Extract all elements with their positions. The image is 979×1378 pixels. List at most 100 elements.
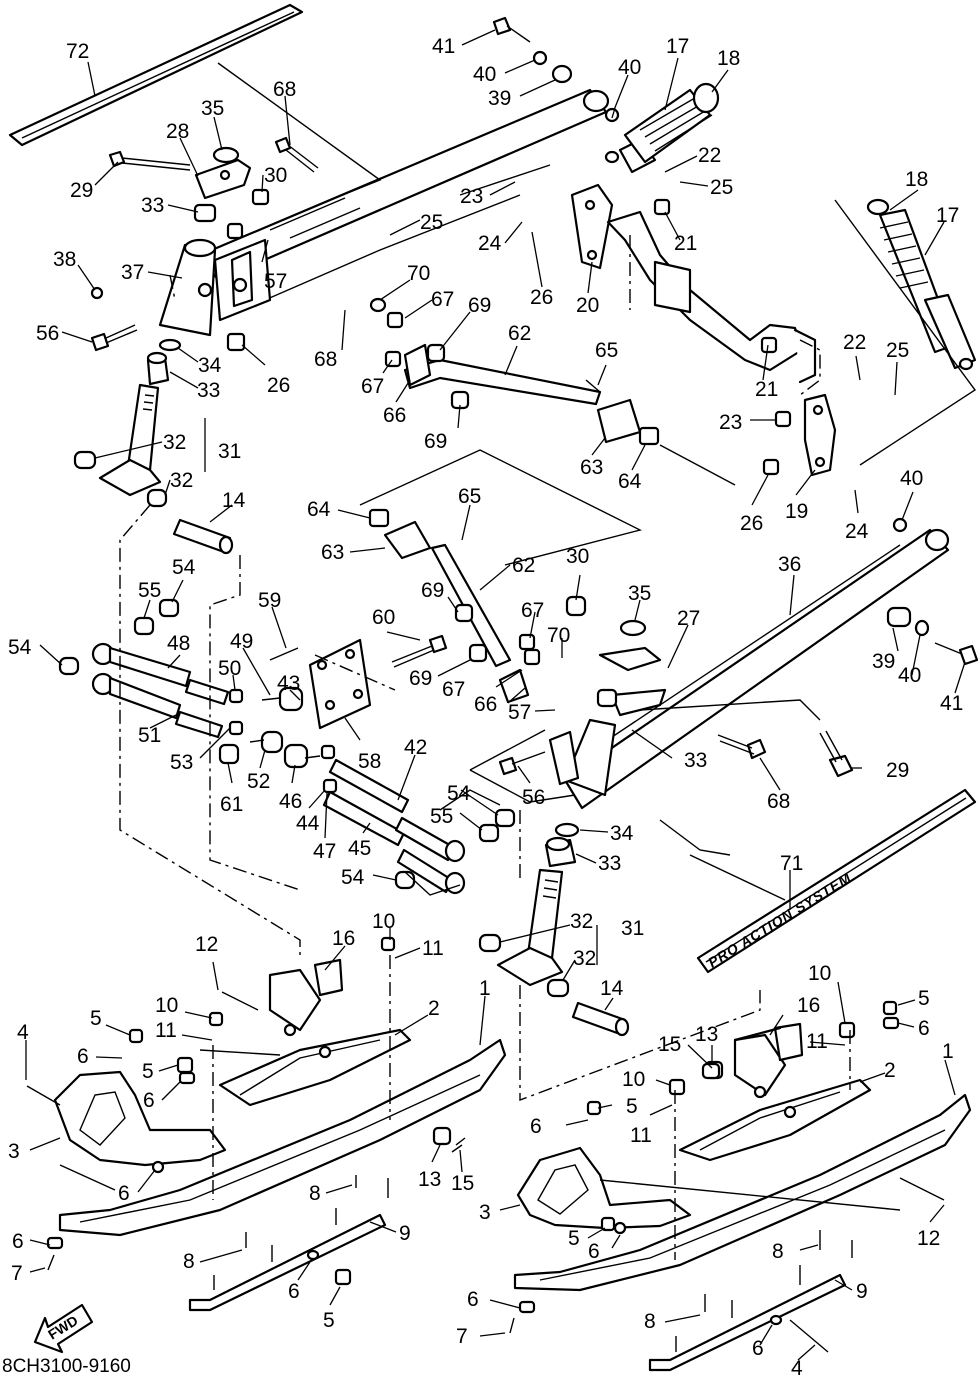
callout-8: 8 [309,1182,321,1205]
callout-10: 10 [622,1068,645,1091]
callout-24: 24 [845,520,869,543]
callout-29: 29 [70,179,93,202]
callout-45: 45 [348,837,371,860]
pro-action-system-stamp: PRO ACTION SYSTEM [705,869,854,970]
callout-61: 61 [220,793,243,816]
callout-23: 23 [719,411,742,434]
lower-a-arm [58,598,516,895]
ski-right [509,1000,972,1372]
callout-32: 32 [570,910,593,933]
callout-25: 25 [886,339,909,362]
callout-27: 27 [677,607,700,630]
callout-6: 6 [918,1017,930,1040]
callout-25: 25 [710,176,733,199]
callout-69: 69 [424,430,447,453]
callout-15: 15 [658,1033,681,1056]
callout-54: 54 [8,636,32,659]
callout-55: 55 [138,579,161,602]
callout-55: 55 [430,805,453,828]
callout-6: 6 [288,1280,300,1303]
callout-6: 6 [752,1337,764,1360]
callout-49: 49 [230,630,253,653]
callout-60: 60 [372,606,395,629]
stabilizer-link-upper [369,297,660,446]
callout-39: 39 [872,650,895,673]
callout-46: 46 [279,790,302,813]
callout-68: 68 [273,78,296,101]
callout-10: 10 [808,962,831,985]
callout-32: 32 [170,469,193,492]
callout-1: 1 [942,1040,954,1063]
callout-56: 56 [522,786,545,809]
leader-lines [25,29,966,1361]
callout-69: 69 [409,667,432,690]
callout-13: 13 [418,1168,441,1191]
callout-5: 5 [90,1007,102,1030]
callout-16: 16 [332,927,355,950]
callout-11: 11 [630,1124,652,1147]
callout-4: 4 [791,1357,803,1378]
callout-12: 12 [195,933,218,956]
callout-24: 24 [478,232,502,255]
callout-6: 6 [588,1240,600,1263]
callout-66: 66 [383,404,406,427]
callout-54: 54 [341,866,365,889]
callout-56: 56 [36,322,59,345]
callout-23: 23 [460,185,483,208]
callout-37: 37 [121,261,144,284]
callout-66: 66 [474,693,497,716]
callout-65: 65 [595,339,618,362]
callout-11: 11 [806,1030,828,1053]
callout-35: 35 [201,97,224,120]
callout-6: 6 [467,1288,479,1311]
callout-5: 5 [323,1309,335,1332]
callout-69: 69 [421,579,444,602]
callout-18: 18 [905,168,928,191]
callout-33: 33 [197,379,220,402]
callout-44: 44 [296,812,320,835]
upper-arm-right [563,528,950,810]
callout-2: 2 [884,1059,896,1082]
callout-32: 32 [573,947,596,970]
callout-57: 57 [508,701,531,724]
callout-26: 26 [530,286,553,309]
callout-8: 8 [772,1240,784,1263]
callout-6: 6 [530,1115,542,1138]
callout-30: 30 [264,164,287,187]
callout-41: 41 [432,35,455,58]
callout-5: 5 [142,1060,154,1083]
shock-absorber-right [866,198,977,371]
callout-3: 3 [8,1140,20,1163]
callout-54: 54 [447,782,471,805]
callout-67: 67 [361,375,384,398]
callout-40: 40 [898,664,921,687]
callout-22: 22 [698,144,721,167]
callout-65: 65 [458,485,481,508]
callout-26: 26 [267,374,290,397]
callout-9: 9 [856,1280,868,1303]
callout-54: 54 [172,556,196,579]
assembly-center-lines [119,235,851,1260]
callout-67: 67 [442,678,465,701]
group-bracket-lines [59,62,977,1211]
callout-64: 64 [618,470,642,493]
fwd-arrow [33,1303,94,1354]
callout-70: 70 [547,624,570,647]
bracket-19 [803,393,837,477]
callout-10: 10 [372,910,395,933]
callout-34: 34 [610,822,634,845]
callout-34: 34 [198,354,222,377]
callout-14: 14 [600,977,624,1000]
callout-36: 36 [778,553,801,576]
callout-33: 33 [684,749,707,772]
callout-52: 52 [247,770,270,793]
callout-28: 28 [166,120,189,143]
callout-64: 64 [307,498,331,521]
callout-57: 57 [264,270,287,293]
callout-38: 38 [53,248,76,271]
callout-35: 35 [628,582,651,605]
callout-6: 6 [118,1182,130,1205]
callout-7: 7 [456,1325,468,1348]
